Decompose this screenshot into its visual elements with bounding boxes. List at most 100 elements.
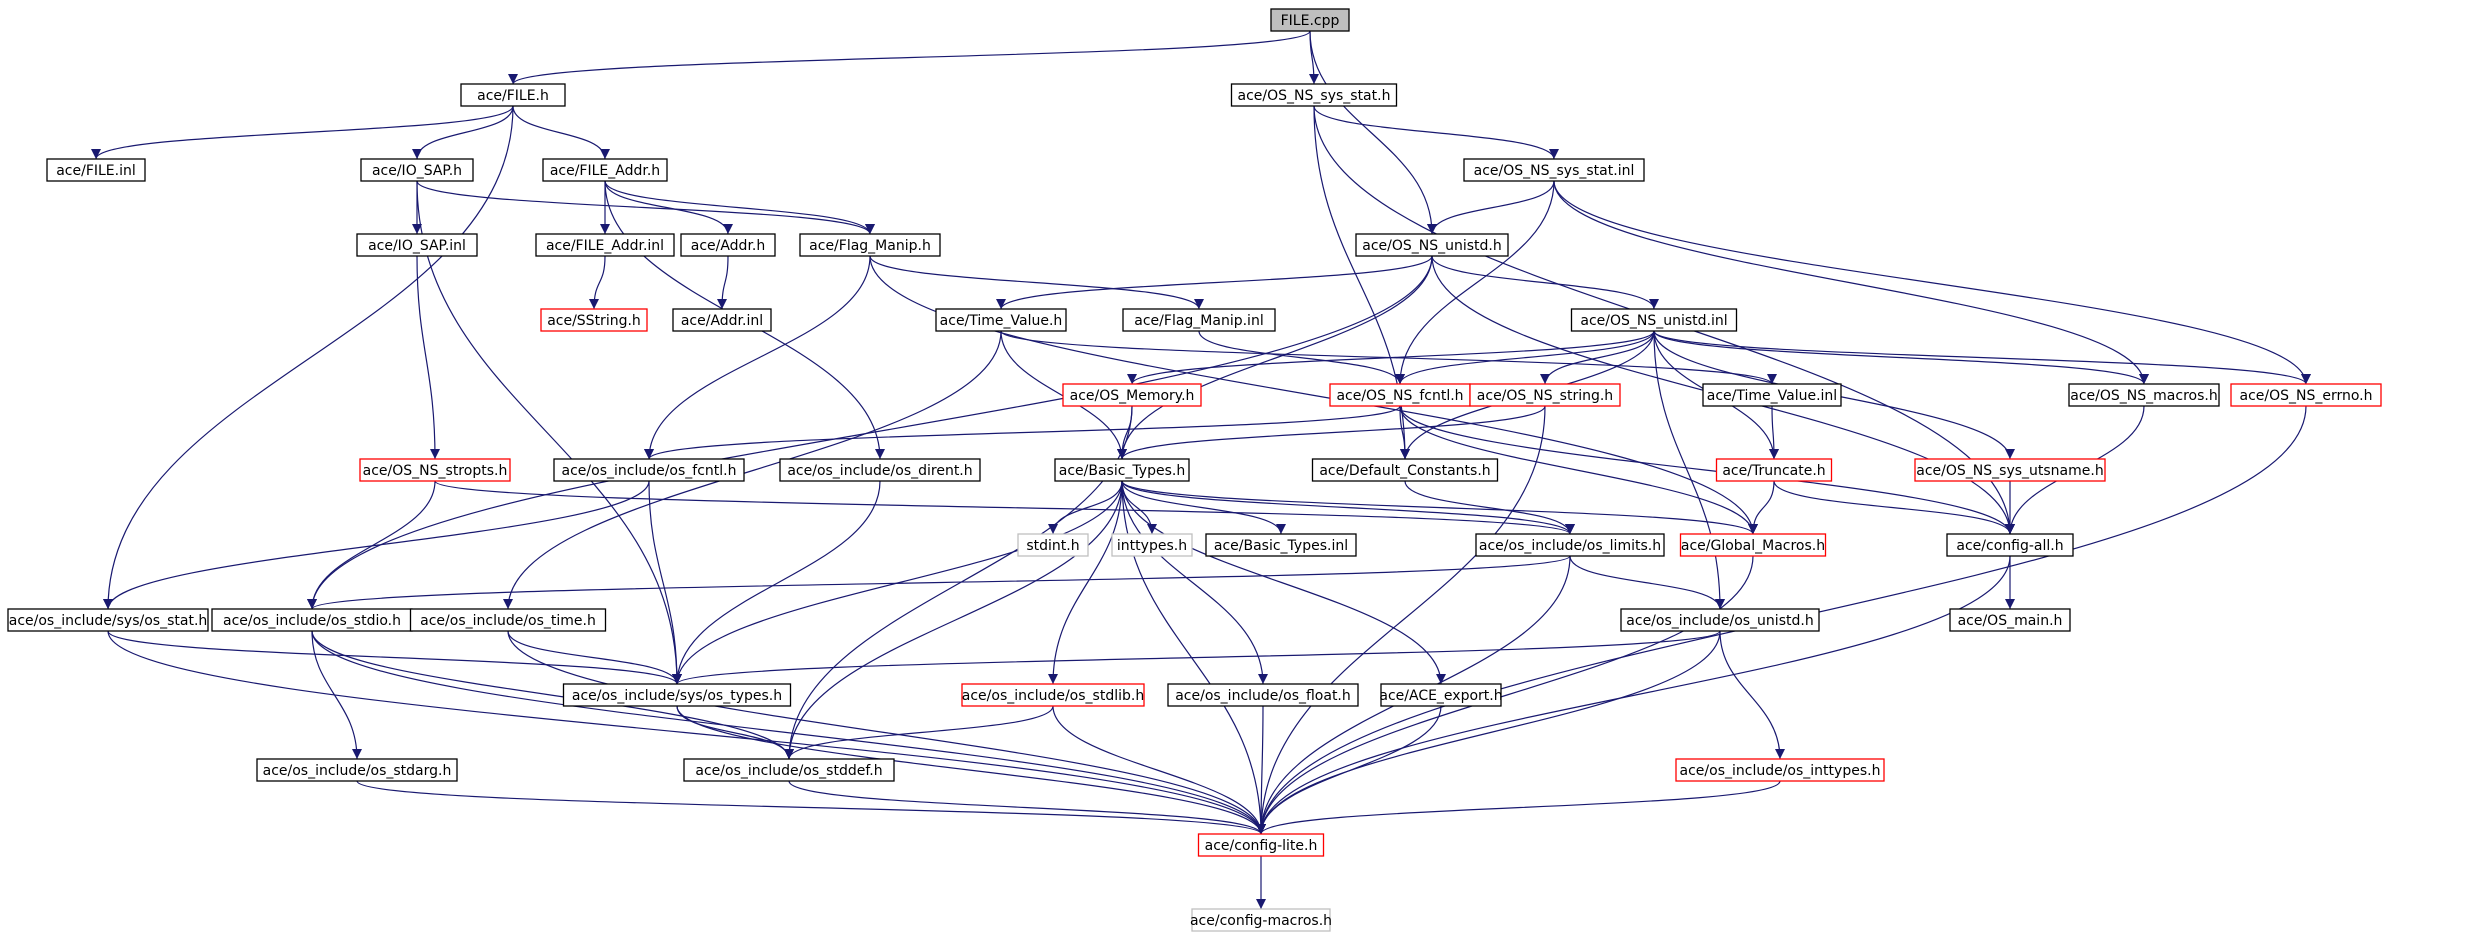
- edge-sys_os_stat_h-to-sys_os_types_h: [107, 630, 682, 685]
- node-time_value_h[interactable]: ace/Time_Value.h: [935, 308, 1067, 332]
- node-basic_types_inl[interactable]: ace/Basic_Types.inl: [1205, 533, 1357, 557]
- node-inttypes_h[interactable]: inttypes.h: [1111, 533, 1193, 557]
- node-box: [1463, 158, 1645, 182]
- node-label: ace/OS_NS_sys_stat.h: [1238, 88, 1391, 104]
- node-os_stdarg_h[interactable]: ace/os_include/os_stdarg.h: [256, 758, 458, 782]
- edge-file_addr_inl-to-sstring_h: [589, 255, 606, 310]
- node-file_addr_h[interactable]: ace/FILE_Addr.h: [542, 158, 668, 182]
- node-sstring_h[interactable]: ace/SString.h: [540, 308, 648, 332]
- edge-file_h-to-file_addr_h: [512, 105, 610, 160]
- node-time_value_inl[interactable]: ace/Time_Value.inl: [1702, 383, 1842, 407]
- node-box: [540, 308, 648, 332]
- edge-os_ns_unistd_inl-to-os_ns_errno_h: [1653, 330, 2311, 385]
- node-sys_os_stat_h[interactable]: ace/os_include/sys/os_stat.h: [7, 608, 209, 632]
- node-box: [1469, 383, 1621, 407]
- node-label: ace/Flag_Manip.h: [809, 238, 931, 254]
- node-label: ace/config-lite.h: [1205, 838, 1318, 854]
- node-config_macros_h[interactable]: ace/config-macros.h: [1190, 908, 1332, 932]
- node-box: [359, 458, 511, 482]
- node-addr_h[interactable]: ace/Addr.h: [680, 233, 776, 257]
- node-label: ace/Time_Value.h: [940, 313, 1063, 329]
- node-file_addr_inl[interactable]: ace/FILE_Addr.inl: [535, 233, 675, 257]
- edge-os_memory_h-to-basic_types_h: [1117, 405, 1133, 460]
- edge-time_value_h-to-basic_types_h: [1000, 330, 1127, 460]
- node-label: ace/FILE.h: [477, 88, 549, 104]
- node-os_memory_h[interactable]: ace/OS_Memory.h: [1062, 383, 1202, 407]
- node-label: ace/OS_NS_fcntl.h: [1336, 388, 1463, 404]
- node-os_ns_errno_h[interactable]: ace/OS_NS_errno.h: [2230, 383, 2382, 407]
- node-box: [1679, 533, 1827, 557]
- node-label: ace/os_include/os_float.h: [1175, 688, 1351, 704]
- node-os_unistd_h[interactable]: ace/os_include/os_unistd.h: [1620, 608, 1820, 632]
- node-os_ns_sys_stat_inl[interactable]: ace/OS_NS_sys_stat.inl: [1463, 158, 1645, 182]
- node-box: [360, 158, 474, 182]
- edge-global_macros_h-to-config_lite_h: [1256, 555, 1754, 835]
- edge-os_ns_fcntl_h-to-config_all_h: [1399, 405, 2015, 535]
- node-os_fcntl_h[interactable]: ace/os_include/os_fcntl.h: [553, 458, 745, 482]
- node-box: [1205, 533, 1357, 557]
- edge-file_h-to-file_inl: [91, 105, 514, 160]
- node-os_ns_stropts_h[interactable]: ace/OS_NS_stropts.h: [359, 458, 511, 482]
- node-io_sap_inl[interactable]: ace/IO_SAP.inl: [356, 233, 478, 257]
- node-os_limits_h[interactable]: ace/os_include/os_limits.h: [1475, 533, 1665, 557]
- edge-flag_manip_h-to-flag_manip_inl: [869, 255, 1204, 310]
- node-box: [1946, 533, 2074, 557]
- node-os_ns_unistd_inl[interactable]: ace/OS_NS_unistd.inl: [1570, 308, 1738, 332]
- node-flag_manip_h[interactable]: ace/Flag_Manip.h: [799, 233, 941, 257]
- node-os_inttypes_h[interactable]: ace/os_include/os_inttypes.h: [1675, 758, 1885, 782]
- edge-basic_types_h-to-os_stddef_h: [784, 480, 1123, 760]
- node-label: ace/FILE.inl: [56, 163, 136, 179]
- node-config_lite_h[interactable]: ace/config-lite.h: [1197, 833, 1325, 857]
- node-os_stdlib_h[interactable]: ace/os_include/os_stdlib.h: [961, 683, 1145, 707]
- node-os_ns_sys_stat_h[interactable]: ace/OS_NS_sys_stat.h: [1230, 83, 1398, 107]
- node-box: [562, 683, 792, 707]
- node-os_ns_macros_h[interactable]: ace/OS_NS_macros.h: [2068, 383, 2220, 407]
- node-io_sap_h[interactable]: ace/IO_SAP.h: [360, 158, 474, 182]
- node-os_stdio_h[interactable]: ace/os_include/os_stdio.h: [211, 608, 413, 632]
- edge-os_stdio_h-to-config_lite_h: [311, 630, 1266, 835]
- node-label: ace/os_include/os_time.h: [420, 613, 596, 629]
- node-os_ns_string_h[interactable]: ace/OS_NS_string.h: [1469, 383, 1621, 407]
- node-sys_os_types_h[interactable]: ace/os_include/sys/os_types.h: [562, 683, 792, 707]
- edge-os_ns_sys_stat_inl-to-os_ns_macros_h: [1553, 180, 2149, 385]
- node-label: stdint.h: [1026, 538, 1079, 554]
- node-os_float_h[interactable]: ace/os_include/os_float.h: [1167, 683, 1359, 707]
- node-global_macros_h[interactable]: ace/Global_Macros.h: [1679, 533, 1827, 557]
- node-stdint_h[interactable]: stdint.h: [1017, 533, 1089, 557]
- edge-basic_types_h-to-os_stdlib_h: [1048, 480, 1123, 685]
- node-os_stddef_h[interactable]: ace/os_include/os_stddef.h: [683, 758, 895, 782]
- node-box: [1062, 383, 1202, 407]
- node-truncate_h[interactable]: ace/Truncate.h: [1715, 458, 1833, 482]
- node-box: [935, 308, 1067, 332]
- node-label: ace/Addr.h: [691, 238, 766, 254]
- node-file_inl[interactable]: ace/FILE.inl: [46, 158, 146, 182]
- node-label: ace/OS_NS_errno.h: [2239, 388, 2372, 404]
- node-os_time_h[interactable]: ace/os_include/os_time.h: [409, 608, 607, 632]
- edge-os_ns_sys_stat_h-to-os_ns_sys_stat_inl: [1313, 105, 1559, 160]
- node-os_main_h[interactable]: ace/OS_main.h: [1949, 608, 2071, 632]
- node-basic_types_h[interactable]: ace/Basic_Types.h: [1054, 458, 1190, 482]
- edge-os_time_h-to-config_lite_h: [507, 630, 1266, 835]
- node-addr_inl[interactable]: ace/Addr.inl: [672, 308, 772, 332]
- node-label: ace/IO_SAP.h: [372, 163, 462, 179]
- node-config_all_h[interactable]: ace/config-all.h: [1946, 533, 2074, 557]
- edge-os_ns_stropts_h-to-os_limits_h: [434, 480, 1575, 535]
- edge-basic_types_h-to-os_limits_h: [1121, 480, 1575, 535]
- node-label: ace/os_include/os_stdio.h: [223, 613, 401, 629]
- node-box: [1191, 908, 1331, 932]
- edge-default_constants_h-to-os_limits_h: [1404, 480, 1575, 535]
- node-ace_export_h[interactable]: ace/ACE_export.h: [1379, 683, 1503, 707]
- edge-flag_manip_h-to-global_macros_h: [869, 255, 1758, 535]
- node-default_constants_h[interactable]: ace/Default_Constants.h: [1311, 458, 1499, 482]
- node-os_ns_fcntl_h[interactable]: ace/OS_NS_fcntl.h: [1329, 383, 1471, 407]
- node-file_cpp[interactable]: FILE.cpp: [1270, 8, 1350, 32]
- node-flag_manip_inl[interactable]: ace/Flag_Manip.inl: [1122, 308, 1276, 332]
- node-os_dirent_h[interactable]: ace/os_include/os_dirent.h: [779, 458, 981, 482]
- node-file_h[interactable]: ace/FILE.h: [460, 83, 566, 107]
- node-os_ns_sys_utsname_h[interactable]: ace/OS_NS_sys_utsname.h: [1914, 458, 2106, 482]
- edge-os_fcntl_h-to-sys_os_stat_h: [103, 480, 650, 610]
- node-box: [799, 233, 941, 257]
- node-os_ns_unistd_h[interactable]: ace/OS_NS_unistd.h: [1355, 233, 1509, 257]
- edge-os_ns_unistd_inl-to-os_ns_string_h: [1540, 330, 1655, 385]
- edge-os_fcntl_h-to-sys_os_types_h: [648, 480, 682, 685]
